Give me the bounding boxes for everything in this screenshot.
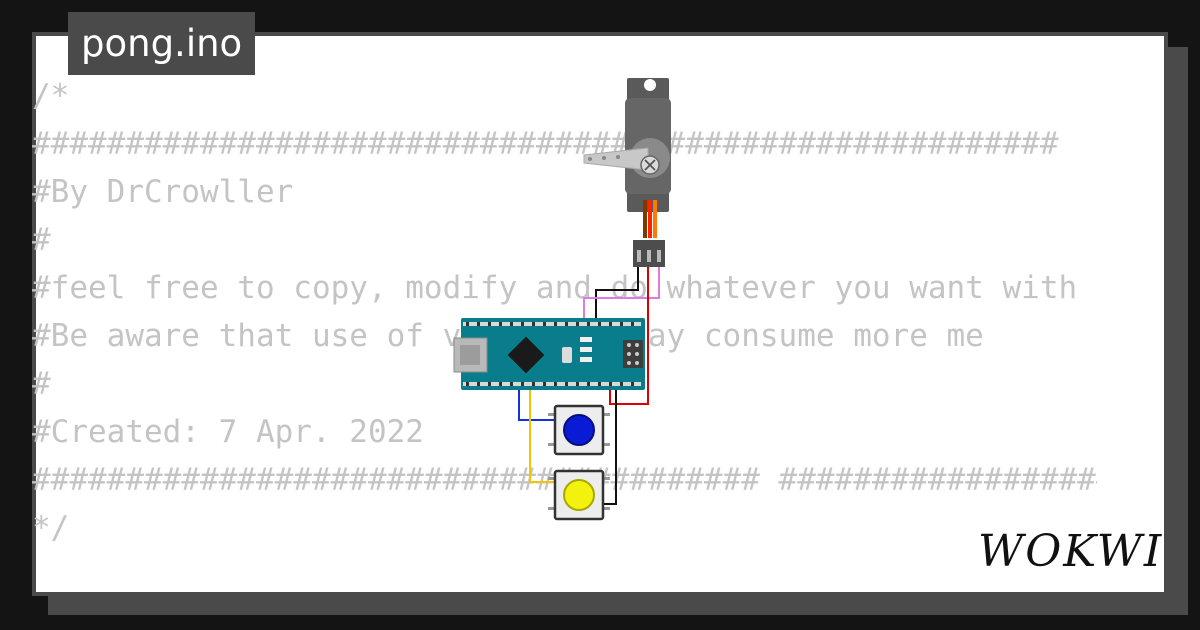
wire-yellow-button xyxy=(529,388,556,483)
arduino-nano[interactable] xyxy=(453,318,645,390)
code-line: ####################################### … xyxy=(32,462,1097,498)
wire-pink-servo xyxy=(583,267,660,322)
wire-black-ground xyxy=(604,388,617,505)
code-line: ################################ #######… xyxy=(32,126,1059,162)
code-line: # xyxy=(32,222,51,258)
code-line: # xyxy=(32,366,51,402)
pushbutton-blue[interactable] xyxy=(548,404,610,456)
code-line: #Created: 7 Apr. 2022 xyxy=(32,414,424,450)
pushbutton-yellow[interactable] xyxy=(548,469,610,521)
code-line: /* xyxy=(32,78,70,114)
wokwi-logo: WOKWI xyxy=(978,526,1164,577)
code-line: #feel free to copy, modify and do whatev… xyxy=(32,270,1078,306)
wire-red-servo xyxy=(609,267,649,405)
code-line: #By DrCrowller xyxy=(32,174,294,210)
servo-motor[interactable] xyxy=(583,78,671,212)
wire-blue-button xyxy=(518,388,556,421)
servo-cable xyxy=(633,200,665,267)
file-title: pong.ino xyxy=(68,12,256,75)
code-line: */ xyxy=(32,510,70,546)
wire-black-servo xyxy=(595,267,639,322)
